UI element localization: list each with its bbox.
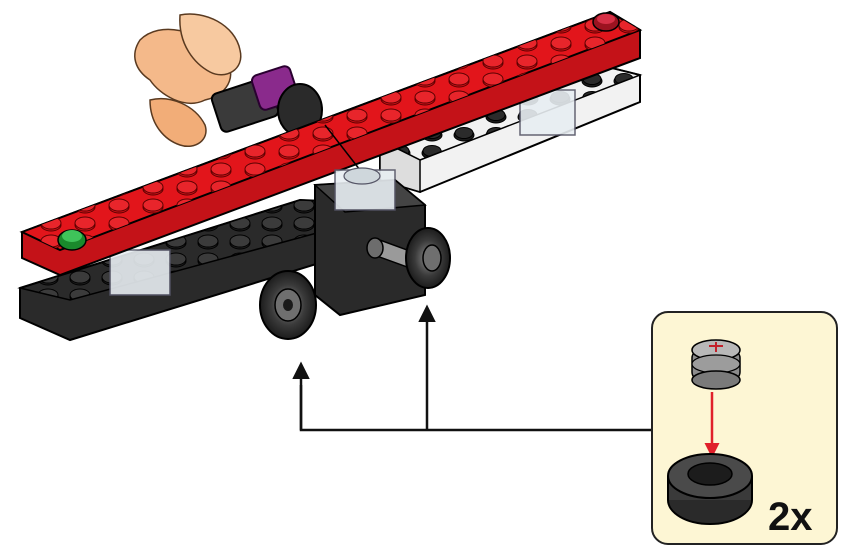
wheel-left <box>259 270 317 340</box>
tire-part <box>667 453 753 525</box>
quantity-label: 2x <box>768 495 813 539</box>
airplane-model <box>17 10 643 342</box>
parts-callout: 2x <box>651 311 838 545</box>
pin-part <box>691 339 741 390</box>
top-red-wing <box>19 10 643 277</box>
placement-arrows <box>292 304 657 432</box>
engine-nacelles <box>210 65 323 137</box>
engine-flames <box>134 13 242 147</box>
wheel-right <box>405 227 451 289</box>
nav-lights <box>57 12 620 251</box>
connector-line <box>299 385 657 432</box>
